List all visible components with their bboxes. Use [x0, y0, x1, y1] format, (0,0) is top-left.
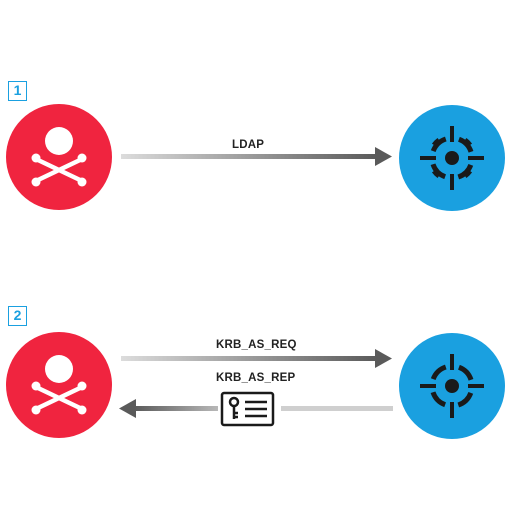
step-2-badge: 2 [8, 306, 27, 326]
ldap-arrow [121, 147, 392, 166]
skull-crossbones-icon [31, 355, 87, 415]
krb-as-req-arrow [121, 349, 392, 368]
key-ticket-icon [220, 391, 275, 427]
target-node-1 [399, 105, 505, 211]
krb-as-rep-arrow [119, 399, 393, 418]
skull-crossbones-icon [31, 127, 87, 187]
krb-as-rep-label: KRB_AS_REP [216, 372, 296, 384]
ldap-label: LDAP [232, 139, 265, 151]
krb-as-req-label: KRB_AS_REQ [216, 339, 297, 351]
crosshair-icon [420, 126, 484, 190]
step-1-badge: 1 [8, 81, 27, 101]
attacker-node-2 [6, 332, 112, 438]
attacker-node-1 [6, 104, 112, 210]
crosshair-icon [420, 354, 484, 418]
target-node-2 [399, 333, 505, 439]
